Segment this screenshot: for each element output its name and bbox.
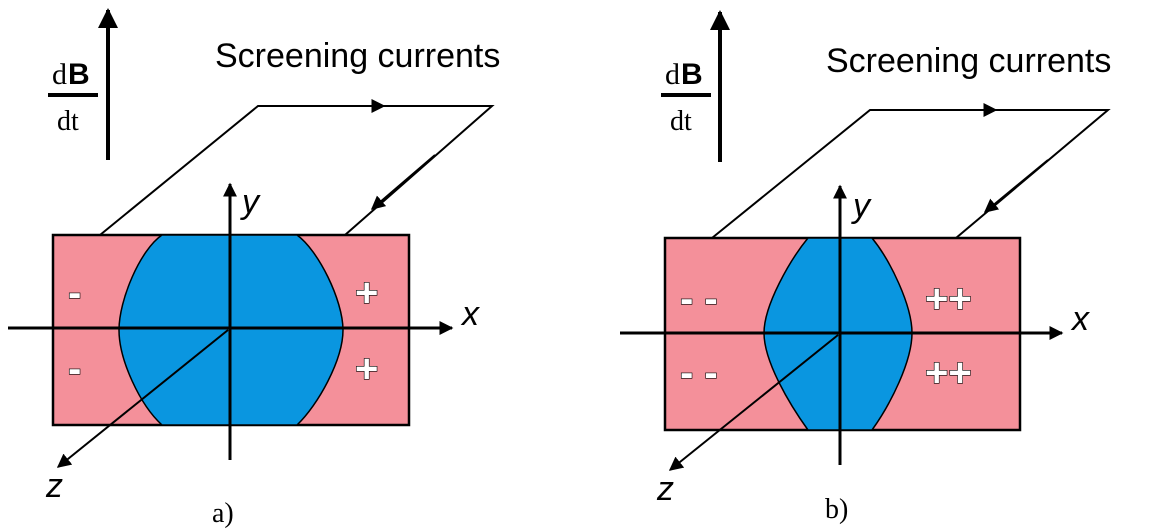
- sign-left-top: - -: [680, 277, 718, 321]
- x-axis-label: x: [1070, 300, 1090, 338]
- current-direction-arrow-side: [370, 154, 436, 210]
- panel-b: d B dt Screening currents - - - - ++ ++ …: [620, 10, 1111, 525]
- rate-label-B: B: [681, 58, 703, 91]
- rate-label-B: B: [68, 58, 90, 91]
- current-direction-arrow-side: [983, 159, 1049, 213]
- sign-left-bottom: - -: [680, 351, 718, 395]
- rate-label-d: d: [52, 58, 67, 91]
- sign-right-top: +: [355, 271, 378, 315]
- z-axis: [668, 334, 839, 471]
- rate-label-dt: dt: [670, 106, 692, 137]
- x-axis-label: x: [460, 295, 480, 333]
- sign-right-bottom: ++: [925, 351, 972, 395]
- panel-title: Screening currents: [215, 37, 500, 75]
- sign-right-top: ++: [925, 277, 972, 321]
- sign-left-top: -: [68, 271, 81, 315]
- rate-label-dt: dt: [57, 106, 79, 137]
- panel-a: d B dt Screening currents - - + + y x z …: [8, 8, 500, 529]
- panel-caption: b): [825, 494, 848, 525]
- current-loop: [711, 109, 1111, 239]
- panel-caption: a): [212, 498, 234, 529]
- z-axis-label: z: [656, 470, 674, 508]
- sign-left-bottom: -: [68, 347, 81, 391]
- sign-right-bottom: +: [355, 347, 378, 391]
- current-loop: [99, 105, 495, 236]
- y-axis-label: y: [240, 183, 261, 221]
- z-axis-label: z: [45, 467, 63, 505]
- rate-label-d: d: [665, 58, 680, 91]
- y-axis-label: y: [851, 187, 872, 225]
- panel-title: Screening currents: [826, 42, 1111, 80]
- z-axis: [56, 329, 229, 468]
